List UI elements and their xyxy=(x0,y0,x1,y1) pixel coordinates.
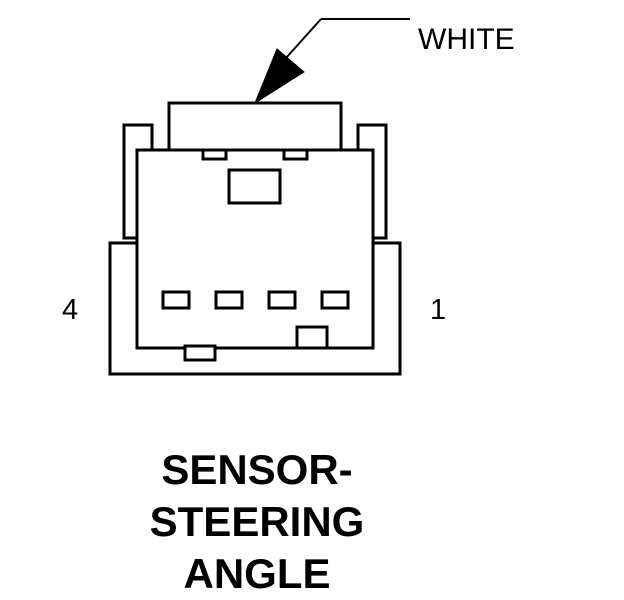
body-notch-left xyxy=(201,148,228,161)
terminal-cavity-2 xyxy=(267,290,297,310)
center-key xyxy=(227,168,282,205)
bottom-tab-right xyxy=(295,325,329,350)
callout-arrow xyxy=(253,18,410,105)
terminal-cavity-3 xyxy=(214,290,244,310)
terminal-cavity-1 xyxy=(320,290,350,310)
title-line-3: ANGLE xyxy=(184,550,331,597)
terminal-cavity-4 xyxy=(161,290,191,310)
callout-arrowhead xyxy=(253,48,305,105)
callout-leader-diagonal xyxy=(285,18,322,59)
title-line-2: STEERING xyxy=(150,498,365,545)
pin-number-left: 4 xyxy=(62,294,78,326)
title-line-1: SENSOR- xyxy=(161,446,352,493)
terminal-cavities xyxy=(161,290,350,310)
body-notch-right xyxy=(282,148,309,161)
diagram-title: SENSOR- STEERING ANGLE xyxy=(150,446,365,597)
bottom-tab-left xyxy=(183,344,217,362)
pin-number-right: 1 xyxy=(430,294,446,326)
callout-label: WHITE xyxy=(418,23,515,56)
